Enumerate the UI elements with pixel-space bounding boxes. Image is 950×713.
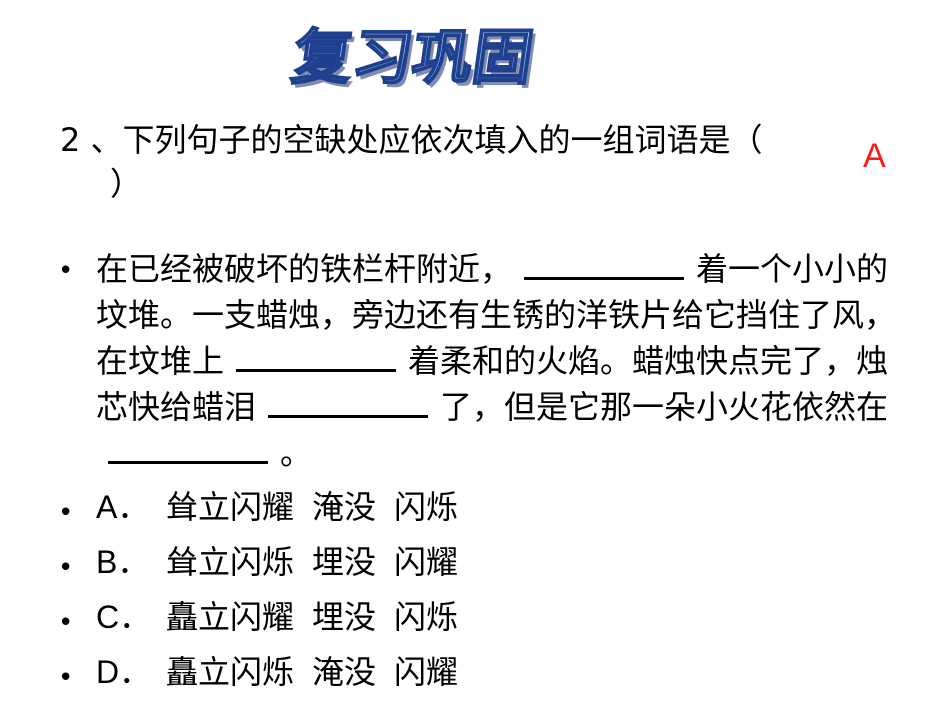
option-word-3: 闪耀 <box>394 653 459 691</box>
passage-item: • 在已经被破坏的铁栏杆附近，着一个小小的坟堆。一支蜡烛，旁边还有生锈的洋铁片给… <box>58 246 908 476</box>
passage-part-4: 了，但是它那一朵小火花依然在 <box>440 388 889 426</box>
bullet-icon: • <box>58 256 74 286</box>
option-word-1: 耸立闪烁 <box>166 543 295 581</box>
blank-3 <box>268 414 429 418</box>
option-word-2: 淹没 <box>312 653 377 691</box>
option-word-3: 闪烁 <box>394 598 459 636</box>
blank-4 <box>108 460 268 464</box>
option-letter: C． <box>96 599 152 635</box>
option-c: • C． 矗立闪耀埋没闪烁 <box>58 590 908 645</box>
option-word-1: 矗立闪耀 <box>166 598 295 636</box>
option-word-2: 埋没 <box>312 598 377 636</box>
slide-title-graphic: 复习巩固 复习巩固 <box>287 22 541 97</box>
question-prompt: 2 、下列句子的空缺处应依次填入的一组词语是（ <box>60 121 763 159</box>
slide-title: 复习巩固 复习巩固 <box>250 20 590 100</box>
option-word-3: 闪耀 <box>394 543 459 581</box>
option-word-3: 闪烁 <box>394 488 459 526</box>
blank-2 <box>236 368 397 372</box>
slide-title-text: 复习巩固 <box>288 23 538 93</box>
option-letter: A． <box>96 489 150 525</box>
passage-part-1: 在已经被破坏的铁栏杆附近， <box>96 250 513 288</box>
option-word-1: 矗立闪烁 <box>166 653 295 691</box>
option-b: • B． 耸立闪烁埋没闪耀 <box>58 535 908 590</box>
option-d: • D． 矗立闪烁淹没闪耀 <box>58 645 908 700</box>
blank-1 <box>524 276 685 280</box>
option-letter: B． <box>96 544 150 580</box>
option-word-1: 耸立闪耀 <box>166 488 295 526</box>
option-a: • A． 耸立闪耀淹没闪烁 <box>58 480 908 535</box>
passage-part-3: 着柔和的火焰。蜡烛快点完了，烛芯快给蜡泪 <box>96 342 889 426</box>
bullet-icon: • <box>58 663 74 693</box>
answer-mark: A <box>863 137 886 175</box>
bullet-icon: • <box>58 608 74 638</box>
option-word-2: 淹没 <box>312 488 377 526</box>
content-list: • 在已经被破坏的铁栏杆附近，着一个小小的坟堆。一支蜡烛，旁边还有生锈的洋铁片给… <box>58 246 908 700</box>
option-word-2: 埋没 <box>312 543 377 581</box>
bullet-icon: • <box>58 498 74 528</box>
slide-title-shadow: 复习巩固 <box>291 27 541 97</box>
question-close-paren: ） <box>110 165 143 203</box>
option-letter: D． <box>96 654 152 690</box>
passage-part-2: 着一个小小的坟堆。一支蜡烛，旁边还有生锈的洋铁片给它挡住了风，在坟堆上 <box>96 250 897 380</box>
passage-part-5: 。 <box>280 434 313 472</box>
question-text: 2 、下列句子的空缺处应依次填入的一组词语是（ ） <box>60 118 860 206</box>
bullet-icon: • <box>58 553 74 583</box>
